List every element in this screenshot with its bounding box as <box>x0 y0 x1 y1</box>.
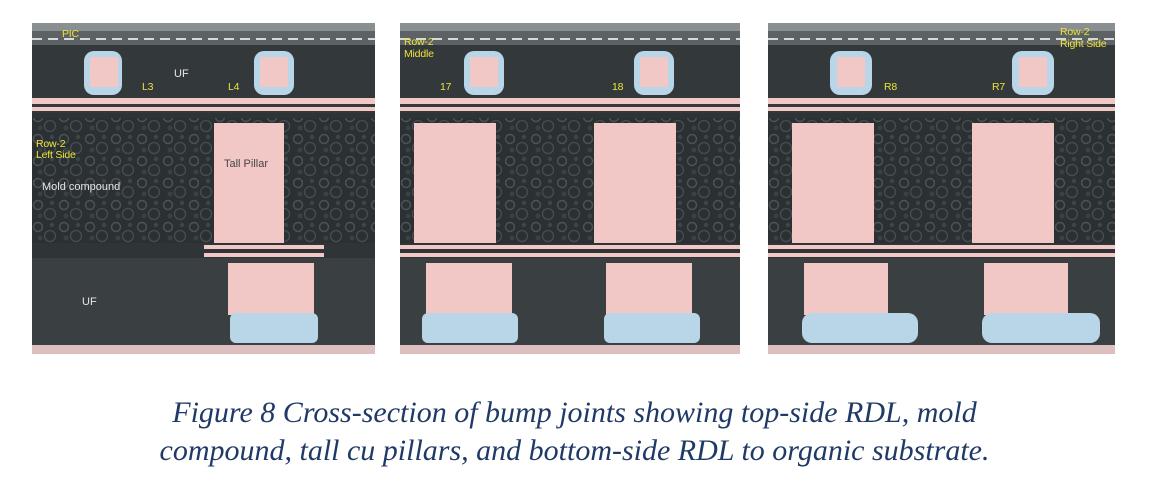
row-label: Row-2 <box>1060 26 1090 38</box>
side-label: Middle <box>404 48 434 60</box>
side-label: Right Side <box>1060 38 1107 50</box>
micrograph-middle: Row-2 Middle 17 18 <box>400 23 740 354</box>
mold-compound-label: Mold compound <box>42 181 121 193</box>
cross-section-image <box>768 23 1115 354</box>
underfill-bottom-label: UF <box>82 296 97 308</box>
bump-17-label: 17 <box>440 81 452 93</box>
pic-label: PIC <box>62 28 79 40</box>
figure-caption: Figure 8 Cross-section of bump joints sh… <box>0 394 1149 470</box>
caption-line-1: Figure 8 Cross-section of bump joints sh… <box>172 396 977 429</box>
bump-l3-label: L3 <box>142 81 154 93</box>
underfill-top-label: UF <box>174 68 189 80</box>
tall-pillar-label: Tall Pillar <box>224 158 269 170</box>
cross-section-image <box>32 23 375 354</box>
cross-section-image <box>400 23 740 354</box>
bump-r7-label: R7 <box>992 81 1006 93</box>
bump-18-label: 18 <box>612 81 624 93</box>
bump-l4-label: L4 <box>228 81 240 93</box>
caption-line-2: compound, tall cu pillars, and bottom-si… <box>159 434 990 467</box>
bump-r8-label: R8 <box>884 81 898 93</box>
row-label: Row-2 <box>404 36 434 48</box>
micrograph-left-side: PIC UF L3 L4 Row-2 Left Side Mold compou… <box>32 23 375 354</box>
row-label: Row-2 <box>36 138 66 150</box>
side-label: Left Side <box>36 149 76 161</box>
micrograph-right-side: Row-2 Right Side R8 R7 <box>768 23 1115 354</box>
